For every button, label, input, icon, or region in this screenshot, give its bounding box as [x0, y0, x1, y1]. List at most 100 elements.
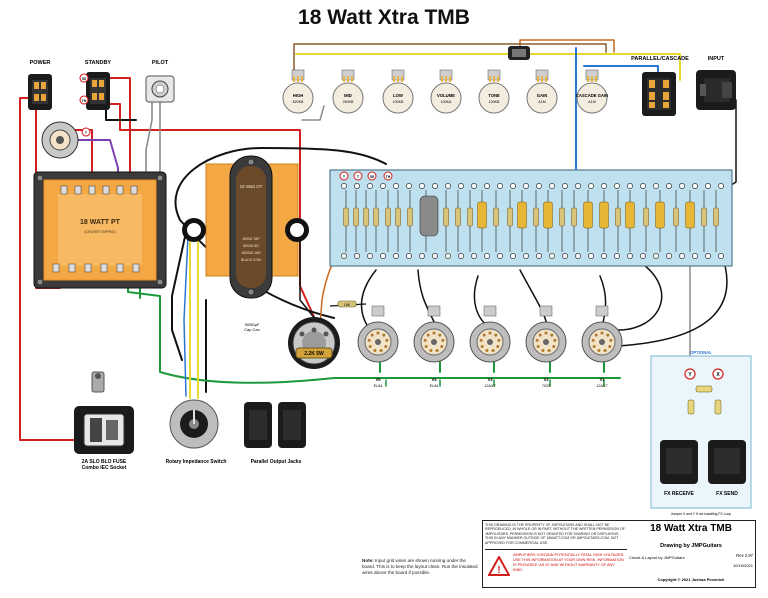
power-label: POWER — [30, 60, 51, 66]
eyelet — [354, 253, 360, 259]
title-block-warning: ! AMPLIFIERS CONTAIN POTENTIALLY FATAL H… — [485, 549, 627, 586]
eyelet — [445, 253, 451, 259]
pot[interactable]: HIGH 820KB — [282, 69, 314, 114]
pt-terminal — [130, 185, 138, 195]
parallel-cascade-switch[interactable] — [642, 72, 676, 116]
title-block-drawn-by: Drawing by JMPGuitars — [660, 543, 722, 549]
resistor — [373, 207, 379, 227]
pot-value: A1M — [538, 100, 545, 104]
title-block-disclaimer: THIS DRAWING IS THE PROPERTY OF JMPGUITA… — [485, 523, 625, 545]
cap-can: 2.2K 5W — [288, 317, 340, 369]
fx-send-label: FX SEND — [716, 491, 738, 497]
iec-socket[interactable] — [74, 371, 134, 454]
resistor — [395, 207, 401, 227]
eyelet — [718, 253, 724, 259]
capacitor — [477, 201, 487, 229]
pt-terminal — [100, 263, 108, 273]
eyelet — [679, 183, 685, 189]
eyelet — [627, 183, 633, 189]
wire-yellow-top — [295, 53, 681, 81]
board-marker-label: TH — [386, 175, 391, 179]
eyelet — [497, 253, 503, 259]
pt-terminal — [116, 185, 124, 195]
title-block-copyright: Copyright © 2021 Joshua Perzmich — [657, 577, 725, 582]
eyelet — [588, 253, 594, 259]
wire-green-stubs — [385, 379, 605, 387]
resistor — [353, 207, 359, 227]
pot-name: HIGH — [293, 93, 303, 98]
pot-value: 100KB — [489, 100, 500, 104]
eyelet — [536, 183, 542, 189]
standby-switch[interactable] — [86, 72, 110, 110]
wire-yellow-ot — [189, 235, 199, 399]
pot-name: VOLUME — [437, 93, 455, 98]
capacitor — [543, 201, 553, 229]
eyelet — [705, 253, 711, 259]
eyelet — [354, 183, 360, 189]
resistor — [385, 207, 391, 227]
eyelet — [510, 253, 516, 259]
fx-receive-label: FX RECEIVE — [664, 491, 694, 497]
note-text: Input grid wires are shown running under… — [362, 558, 478, 575]
eyelet — [445, 183, 451, 189]
eyelet — [575, 183, 581, 189]
tube-id: V2 — [543, 377, 549, 382]
board-components — [343, 190, 719, 252]
pot[interactable]: VOLUME 100KA — [430, 69, 462, 114]
wire-red-4 — [69, 129, 93, 187]
pot-value: 100KA — [441, 100, 452, 104]
eyelet — [393, 253, 399, 259]
resistor — [643, 207, 649, 227]
pot-value: 100KB — [393, 100, 404, 104]
parallel-output-jacks[interactable] — [244, 402, 306, 448]
wire-blue-top — [575, 47, 659, 191]
resistor — [407, 207, 413, 227]
resistor — [571, 207, 577, 227]
tube-id: V4 — [431, 377, 437, 382]
capacitor — [685, 201, 695, 229]
eyelet — [562, 183, 568, 189]
eyelet — [523, 253, 529, 259]
board-marker-label: T — [357, 175, 360, 179]
title-block-circuit-by: Circuit & Layout by JMPGuitars — [629, 555, 685, 560]
wire-blue-ot — [183, 235, 189, 397]
octal-socket-top — [41, 121, 79, 159]
pt-sublabel: (CENTER TAPPED) — [84, 230, 115, 234]
warning-text: AMPLIFIERS CONTAIN POTENTIALLY FATAL HIG… — [513, 553, 625, 572]
rotary-impedance-switch[interactable] — [169, 399, 219, 449]
eyelet — [705, 183, 711, 189]
eyelet — [341, 183, 347, 189]
eyelet — [406, 253, 412, 259]
wire-green-taps — [379, 353, 605, 373]
pt-terminal — [52, 263, 60, 273]
resistor — [673, 207, 679, 227]
eyelet — [549, 183, 555, 189]
board-marker: 55 — [367, 171, 377, 181]
power-switch[interactable] — [28, 74, 52, 110]
tube-id: V1 — [599, 377, 605, 382]
res-18k-label: 18K — [344, 303, 351, 307]
pt-terminal — [60, 185, 68, 195]
eyelet — [432, 253, 438, 259]
v-top-marker: T — [85, 131, 88, 135]
pot-value: 820KB — [293, 100, 304, 104]
eyelet — [471, 183, 477, 189]
eyelet — [666, 183, 672, 189]
capacitor — [517, 201, 527, 229]
parallel-jacks-label: Parallel Output Jacks — [251, 459, 302, 465]
wire-board-to-tubes — [360, 269, 607, 331]
input-jack[interactable] — [696, 70, 736, 110]
tube-type: EL84 — [430, 384, 439, 388]
eyelet — [419, 253, 425, 259]
